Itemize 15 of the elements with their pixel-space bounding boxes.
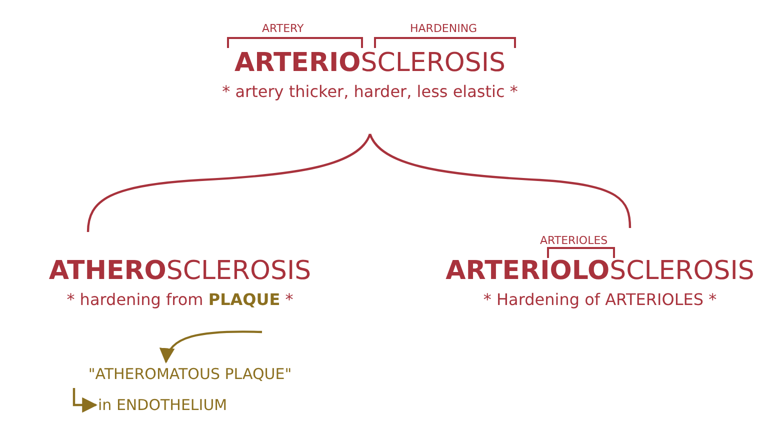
term-heading: ARTERIOSCLEROSIS xyxy=(234,48,506,78)
brace-line xyxy=(369,134,632,228)
note-text: in ENDOTHELIUM xyxy=(98,396,228,414)
bracket-label: ARTERY xyxy=(262,22,304,35)
term-heading: ATHEROSCLEROSIS xyxy=(48,256,312,286)
definition-text: * hardening from PLAQUE* xyxy=(66,290,294,309)
term-heading: ARTERIOLOSCLEROSIS xyxy=(446,256,754,286)
note-text: "ATHEROMATOUS PLAQUE" xyxy=(88,365,292,383)
brace-line xyxy=(86,134,371,232)
definition-text: * artery thicker, harder, less elastic * xyxy=(222,82,518,101)
definition-text: * Hardening of ARTERIOLES * xyxy=(483,290,717,309)
bracket-label: HARDENING xyxy=(410,22,478,35)
bracket-label: ARTERIOLES xyxy=(540,234,608,247)
arrow xyxy=(72,388,98,413)
arrow xyxy=(160,330,262,364)
